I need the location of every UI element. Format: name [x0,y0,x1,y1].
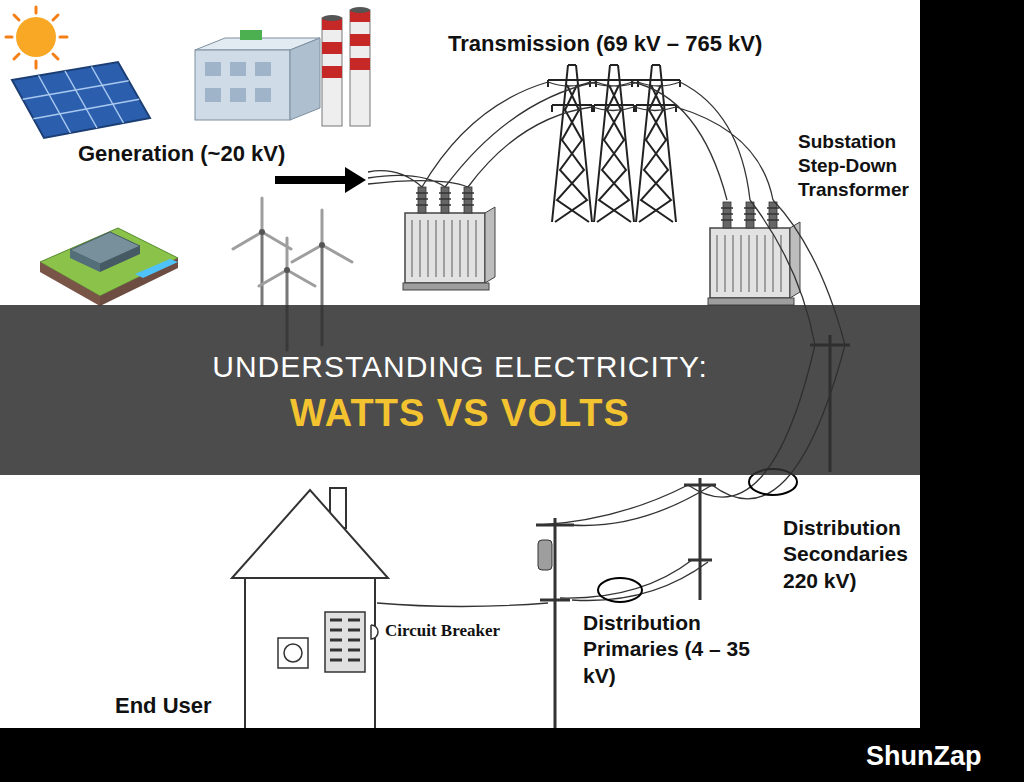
power-plant [195,7,370,126]
stage-label: End User [115,692,212,720]
title-line: WATTS VS VOLTS [0,390,920,438]
watermark: ShunZap [866,740,982,774]
callout-ring [598,578,642,602]
step-down-transformer [708,202,800,305]
sun-icon [6,7,67,68]
side-bar [920,0,1024,782]
stage-label: Distribution Primaries (4 – 35 kV) [583,610,765,689]
house [232,488,388,732]
step-up-transformer [403,187,495,290]
transmission-tower [590,65,638,222]
bottom-bar [0,728,1024,782]
pole-transformer [538,540,552,570]
transmission-tower [632,65,680,222]
background [0,0,920,782]
hydro-plant [40,228,178,306]
stage-label: Transmission (69 kV – 765 kV) [448,30,762,58]
flow-arrow [275,167,366,193]
title-line: UNDERSTANDING ELECTRICITY: [0,348,920,386]
stage-label: Substation Step-Down Transformer [798,130,918,201]
solar-panel [12,62,150,138]
stage-label: Distribution Secondaries 220 kV) [783,515,917,594]
feed-wires [368,171,468,187]
stage-label: Generation (~20 kV) [78,140,285,168]
part-label: Circuit Breaker [385,620,500,641]
transmission-lines [422,82,773,200]
title-band [0,305,920,475]
